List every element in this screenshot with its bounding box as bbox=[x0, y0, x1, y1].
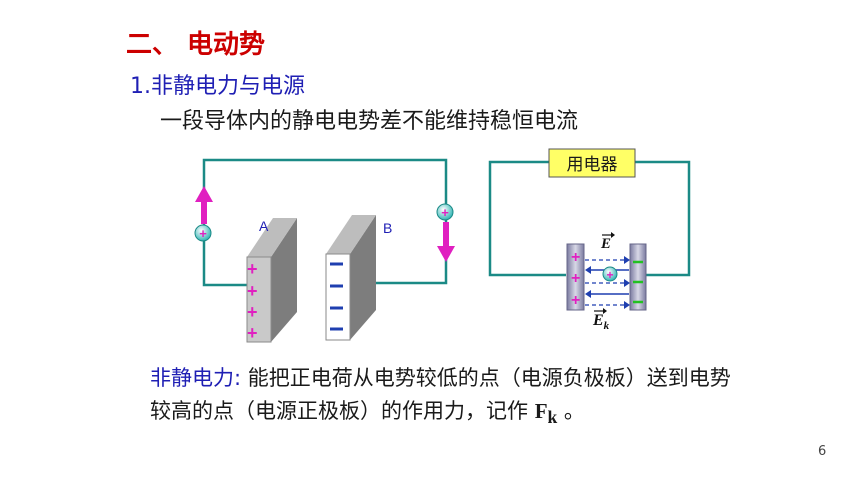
upward-arrow bbox=[195, 186, 213, 224]
intro-text: 一段导体内的静电电势差不能维持稳恒电流 bbox=[160, 109, 579, 134]
fk-subscript: k bbox=[547, 407, 558, 428]
battery-plus-1: + bbox=[571, 249, 580, 266]
plate-b bbox=[325, 215, 376, 341]
right-circuit-wire-right bbox=[635, 160, 691, 277]
left-moving-charge: + bbox=[194, 224, 212, 242]
field-e-vector-tip bbox=[611, 232, 615, 238]
battery-plus-3: + bbox=[571, 292, 580, 309]
left-charge-symbol: + bbox=[199, 226, 207, 241]
left-circuit-figure: A + + + + B + bbox=[194, 158, 455, 343]
load-device bbox=[548, 148, 636, 178]
downward-arrow bbox=[437, 222, 455, 262]
right-charge-symbol: + bbox=[441, 205, 449, 220]
field-ek-subscript: k bbox=[604, 320, 610, 332]
right-moving-charge: + bbox=[436, 203, 454, 221]
plate-a-label: A bbox=[259, 218, 269, 234]
nonstatic-field-arrowheads bbox=[585, 266, 591, 298]
static-field-arrowheads bbox=[624, 256, 630, 309]
plate-a-plus-4: + bbox=[247, 323, 258, 343]
field-e-label: E bbox=[600, 236, 611, 252]
battery-positive-charges: + + + bbox=[571, 249, 580, 309]
plate-a-charges: + + + + bbox=[247, 259, 258, 343]
battery-negative-plate bbox=[629, 243, 647, 311]
subsection-title: 1.非静电力与电源 bbox=[130, 74, 305, 99]
plate-a bbox=[246, 218, 297, 343]
plate-a-plus-3: + bbox=[247, 302, 258, 322]
definition-ending: 。 bbox=[557, 399, 585, 423]
fk-symbol: Fk bbox=[534, 399, 558, 428]
plate-b-label: B bbox=[383, 220, 392, 236]
battery-negative-charges bbox=[633, 260, 643, 304]
section-title: 二、 电动势 bbox=[126, 30, 266, 60]
plate-a-plus-1: + bbox=[247, 259, 258, 279]
definition-text: 能把正电荷从电势较低的点（电源负极板）送到电势较高的点（电源正极板）的作用力，记… bbox=[150, 366, 731, 423]
battery-moving-charge: + bbox=[602, 266, 618, 282]
plate-a-plus-2: + bbox=[247, 281, 258, 301]
field-ek-label: Ek bbox=[592, 312, 610, 332]
battery-positive-plate bbox=[566, 243, 585, 311]
right-circuit-wire-left bbox=[488, 160, 566, 277]
definition-term: 非静电力: bbox=[150, 366, 242, 390]
right-circuit-figure: 用电器 E + bbox=[488, 148, 691, 332]
definition-paragraph: 非静电力: 能把正电荷从电势较低的点（电源负极板）送到电势较高的点（电源正极板）… bbox=[150, 362, 750, 434]
page-number: 6 bbox=[818, 444, 827, 459]
battery-charge-symbol: + bbox=[606, 268, 613, 282]
battery-plus-2: + bbox=[571, 270, 580, 287]
field-ek-vector-tip bbox=[603, 308, 607, 314]
load-device-label: 用电器 bbox=[567, 155, 618, 175]
left-circuit-wire bbox=[202, 158, 448, 287]
plate-b-charges bbox=[330, 262, 343, 331]
